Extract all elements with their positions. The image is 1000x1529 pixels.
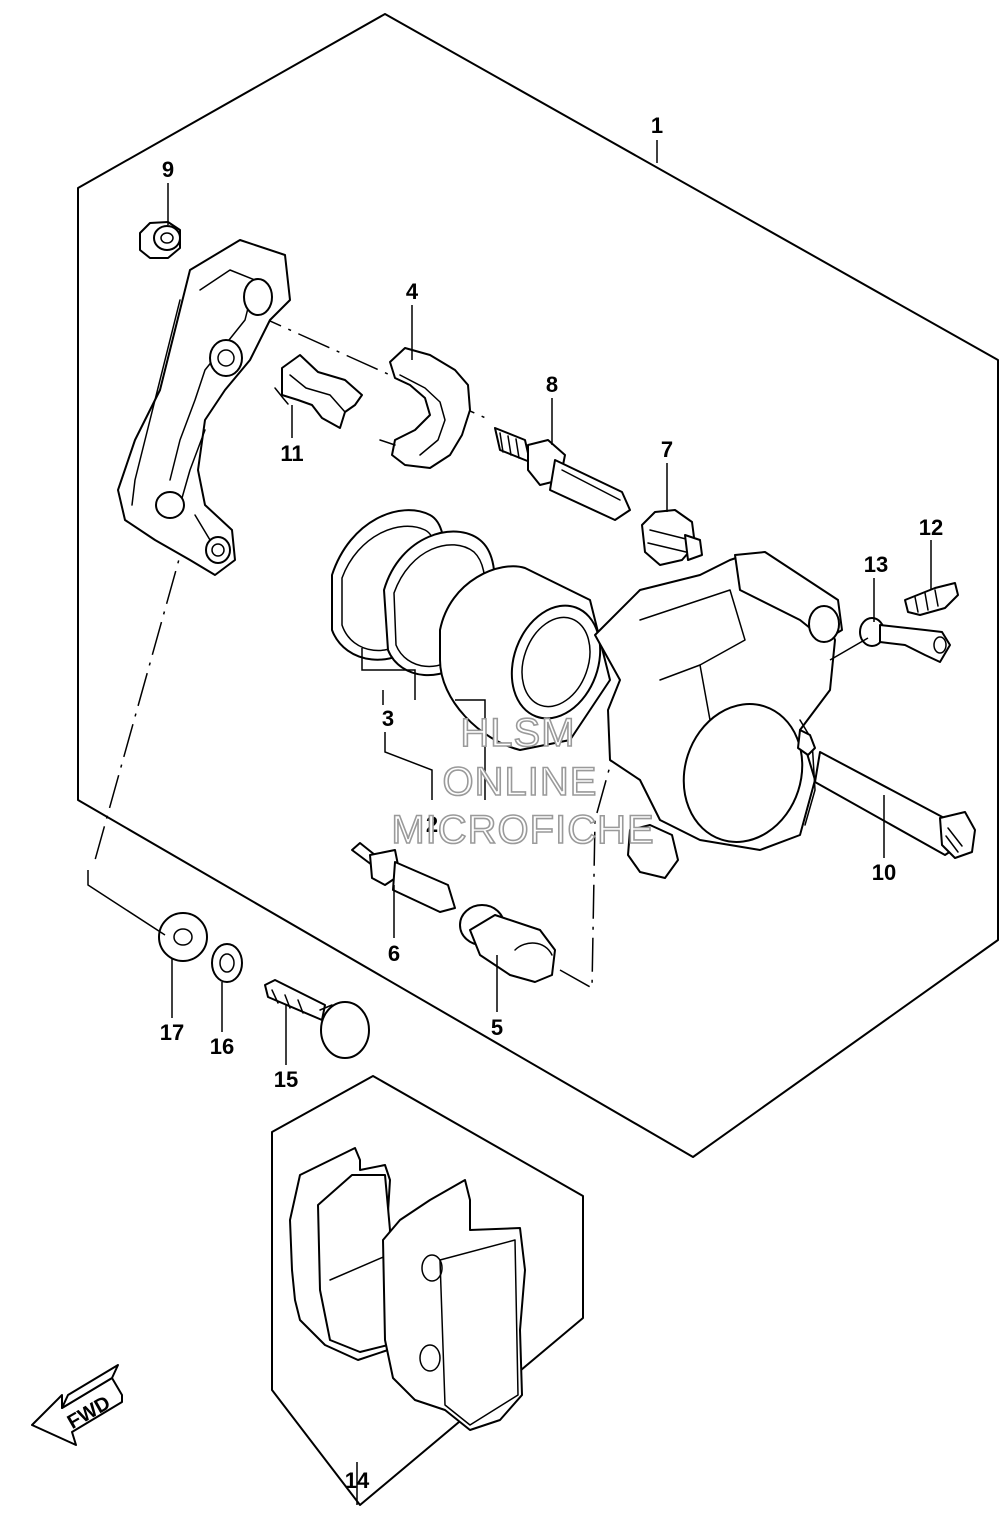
callout-12: 12 bbox=[919, 515, 943, 540]
watermark: HLSM ONLINE MICROFICHE bbox=[391, 710, 655, 853]
callout-13: 13 bbox=[864, 552, 888, 577]
callout-11: 11 bbox=[280, 441, 303, 466]
spring-clip-11 bbox=[274, 354, 363, 429]
callout-9: 9 bbox=[162, 157, 174, 182]
fwd-arrow-icon: FWD bbox=[31, 1364, 123, 1446]
watermark-line-1: HLSM bbox=[460, 711, 575, 755]
pad-set-frame-14 bbox=[271, 1075, 584, 1506]
washer-17 bbox=[158, 912, 208, 962]
nut-9 bbox=[139, 221, 181, 259]
callout-7: 7 bbox=[661, 437, 673, 462]
pad-spring-4 bbox=[379, 347, 471, 469]
cap-13 bbox=[859, 617, 951, 663]
callout-14: 14 bbox=[345, 1468, 370, 1493]
callout-2: 2 bbox=[426, 812, 438, 837]
callout-10: 10 bbox=[872, 860, 896, 885]
callout-4: 4 bbox=[406, 279, 419, 304]
callout-17: 17 bbox=[160, 1020, 184, 1045]
callout-3: 3 bbox=[382, 706, 394, 731]
washer-16 bbox=[211, 943, 243, 983]
callout-labels: 1 9 4 8 11 7 12 13 3 2 10 6 5 17 16 15 1… bbox=[160, 113, 943, 1493]
callout-1: 1 bbox=[651, 113, 663, 138]
watermark-line-2: ONLINE bbox=[443, 760, 598, 804]
bolt-10 bbox=[814, 751, 976, 859]
bolt-15 bbox=[264, 979, 370, 1059]
callout-8: 8 bbox=[546, 372, 558, 397]
pin-5 bbox=[459, 904, 556, 983]
callout-6: 6 bbox=[388, 941, 400, 966]
callout-5: 5 bbox=[491, 1015, 503, 1040]
watermark-line-3: MICROFICHE bbox=[391, 808, 654, 852]
pin-6 bbox=[351, 842, 456, 913]
piston bbox=[439, 565, 611, 751]
brake-pads-14 bbox=[289, 1147, 526, 1431]
callout-15: 15 bbox=[274, 1067, 298, 1092]
pin-8 bbox=[494, 427, 631, 521]
caliper-bracket bbox=[117, 239, 291, 576]
callout-16: 16 bbox=[210, 1034, 234, 1059]
caliper-body bbox=[594, 551, 843, 879]
leader-lines bbox=[87, 140, 932, 1505]
boot-7 bbox=[641, 509, 703, 566]
bleeder-12 bbox=[904, 582, 959, 616]
assembly-frame-1 bbox=[77, 13, 999, 1158]
